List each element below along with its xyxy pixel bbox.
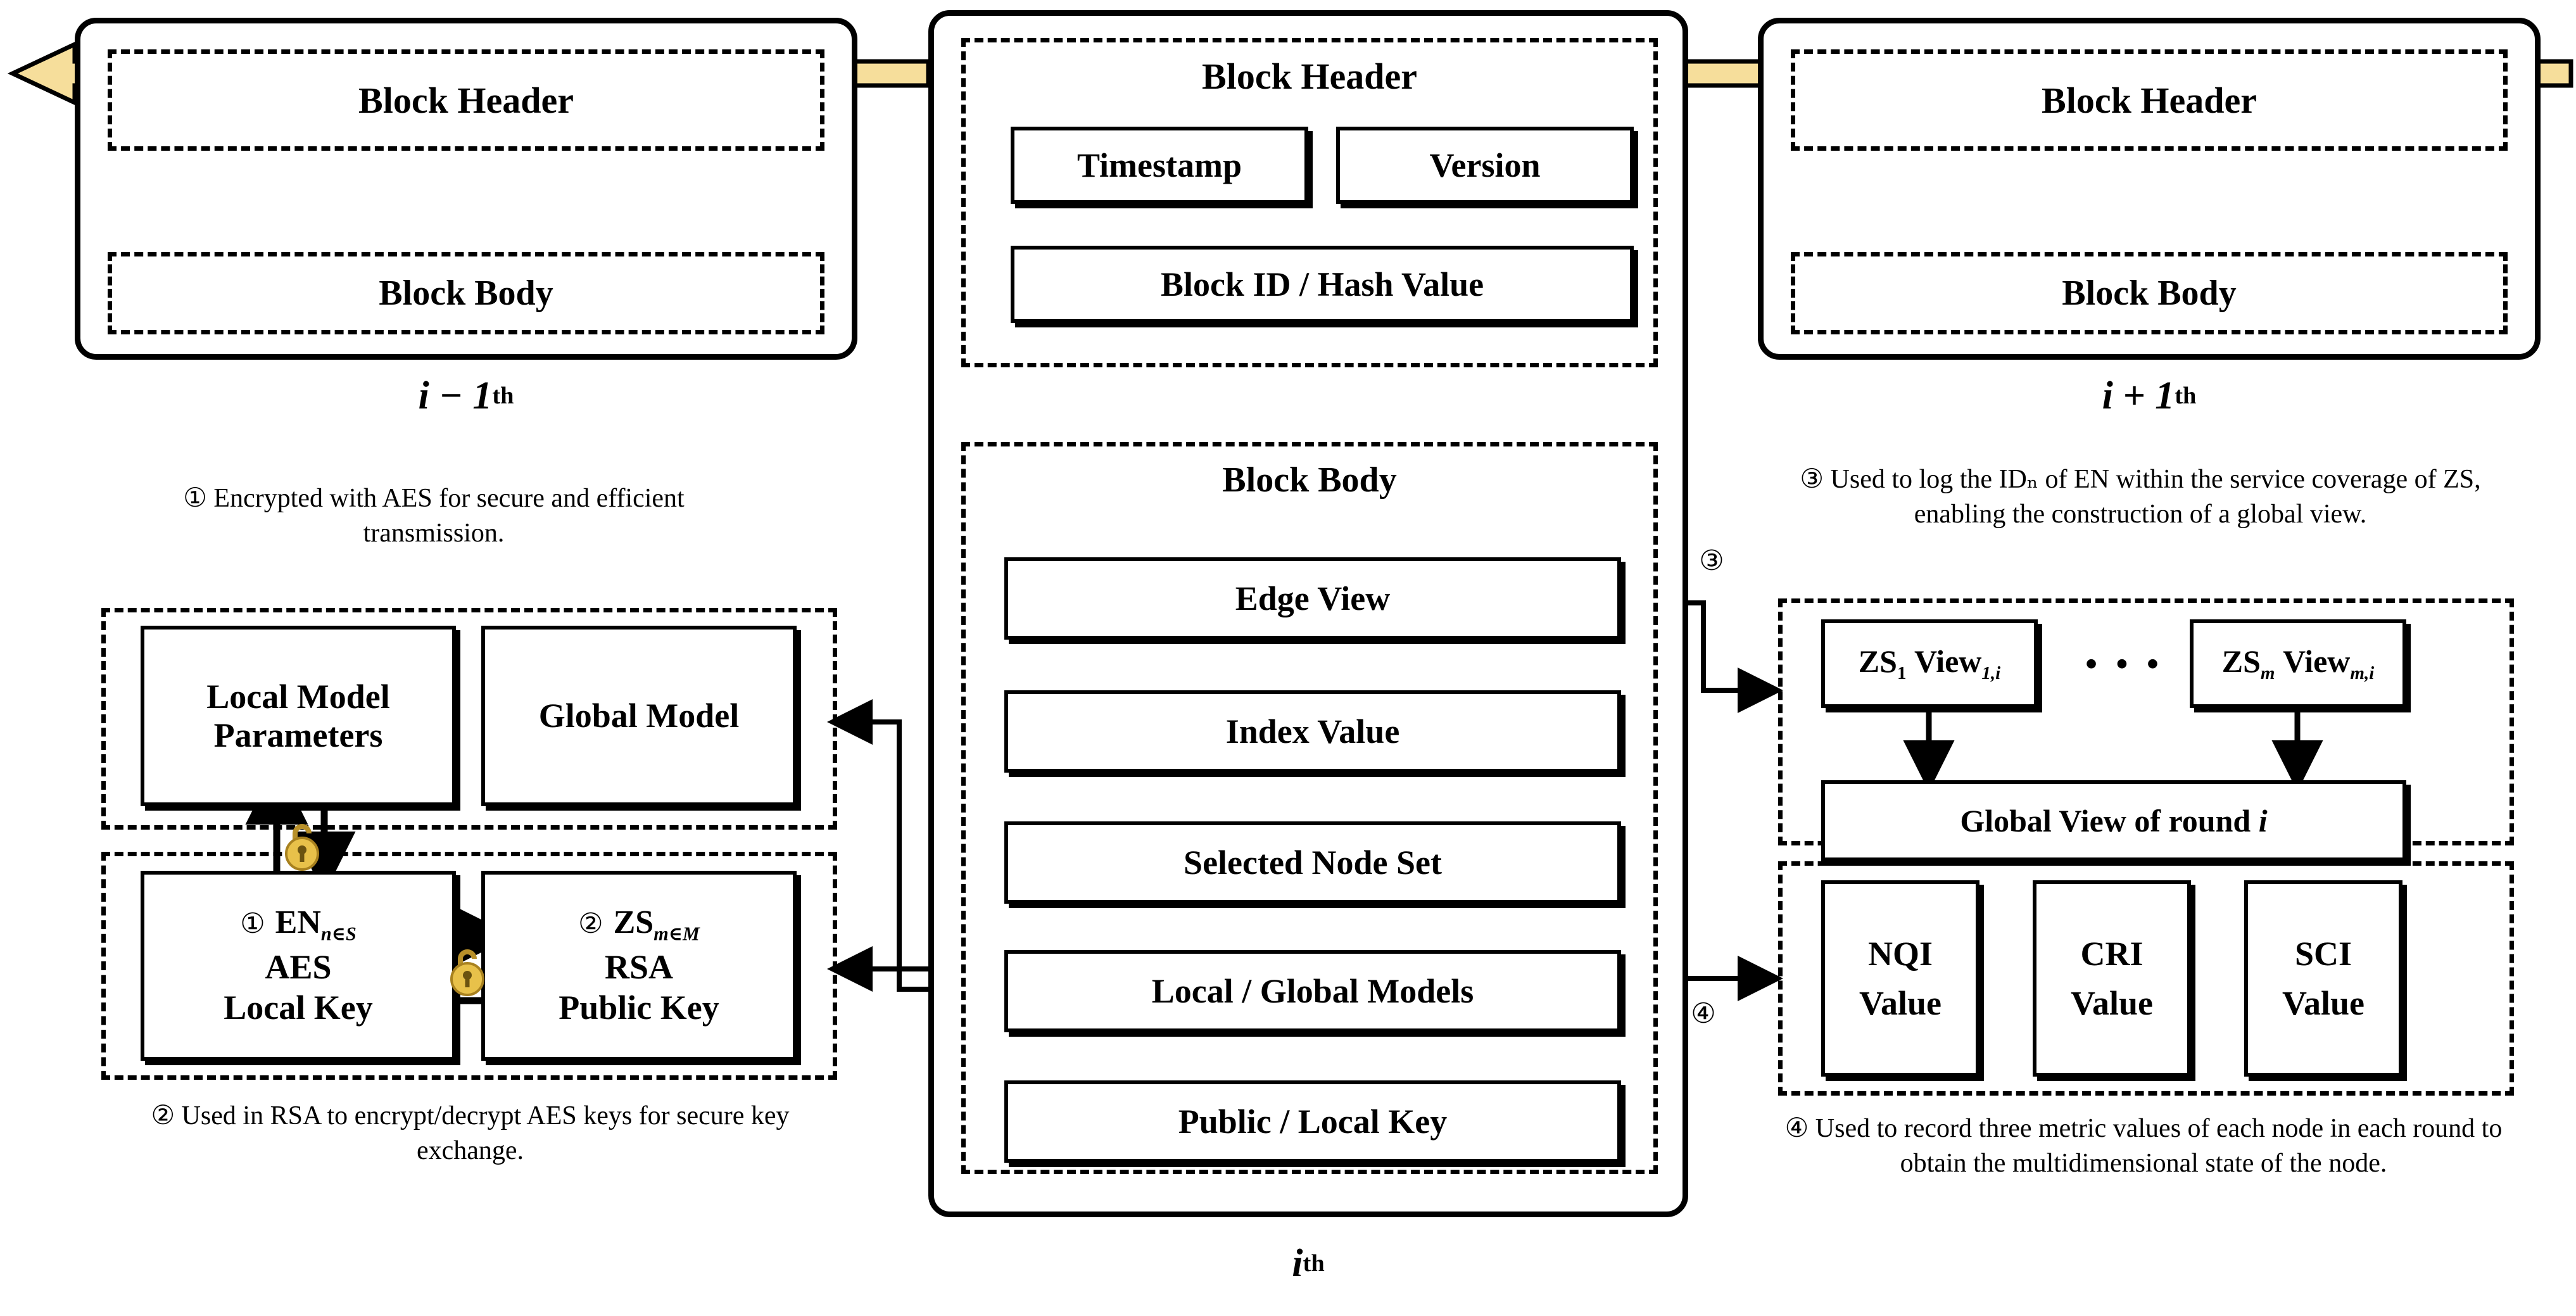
block-prev-body: Block Body xyxy=(108,252,824,334)
block-current-header-label-wrap: Block Header xyxy=(961,51,1658,101)
block-next-body: Block Body xyxy=(1791,252,2508,334)
right-box-zs1-view: ZS1 View1,i xyxy=(1821,619,2038,708)
block-next-header: Block Header xyxy=(1791,49,2508,151)
block-current-body-group xyxy=(961,442,1658,1174)
block-prev-header-label: Block Header xyxy=(358,79,574,121)
marker-three: ③ xyxy=(1689,541,1734,579)
left-box-zs-key: Public Key xyxy=(559,989,719,1027)
body-field-public-local-key-label: Public / Local Key xyxy=(1178,1102,1448,1141)
block-current-header-label: Block Header xyxy=(1202,55,1417,97)
block-prev-shell xyxy=(75,18,857,360)
block-next-index-suffix: th xyxy=(2175,383,2197,409)
body-field-selected-node-set: Selected Node Set xyxy=(1004,821,1621,904)
block-prev-index-suffix: th xyxy=(492,383,514,409)
marker-four-label: ④ xyxy=(1691,997,1716,1029)
left-box-zs-name: ZS xyxy=(613,904,654,941)
block-next-index-value: i + 1 xyxy=(2102,374,2175,417)
block-prev-body-label: Block Body xyxy=(379,274,553,313)
block-next-body-label: Block Body xyxy=(2062,274,2237,313)
zs1-prefix: ZS xyxy=(1858,643,1897,680)
metric-sci-word: Value xyxy=(2282,984,2365,1022)
header-field-timestamp: Timestamp xyxy=(1011,127,1308,204)
zsm-prefix: ZS xyxy=(2221,643,2261,680)
left-box-local-model-parameters: Local Model Parameters xyxy=(141,626,456,806)
right-views-ellipsis: • • • xyxy=(2058,645,2191,683)
header-field-blockid: Block ID / Hash Value xyxy=(1011,246,1634,323)
padlock-icon xyxy=(446,942,488,997)
padlock-icon xyxy=(281,817,323,871)
left-box-en-marker: ① xyxy=(240,908,265,940)
block-current-index-suffix: th xyxy=(1303,1250,1325,1277)
header-field-version: Version xyxy=(1336,127,1634,204)
right-box-metric-nqi: NQI Value xyxy=(1821,880,1979,1077)
left-box-zs-algo: RSA xyxy=(604,947,674,986)
body-field-edge-view: Edge View xyxy=(1004,557,1621,640)
left-box-en-algo: AES xyxy=(265,947,332,986)
global-view-label: Global View of round xyxy=(1960,803,2251,838)
block-prev-header: Block Header xyxy=(108,49,824,151)
left-models-group xyxy=(101,608,837,830)
zs1-name: View xyxy=(1914,643,1982,680)
right-box-metric-sci: SCI Value xyxy=(2244,880,2402,1077)
left-box-zs-sub: m∈M xyxy=(653,923,700,945)
left-keys-group xyxy=(101,852,837,1080)
block-current-body-label: Block Body xyxy=(1222,460,1397,500)
body-field-local-global-models-label: Local / Global Models xyxy=(1151,971,1474,1010)
right-box-global-view: Global View of round i xyxy=(1821,780,2406,861)
global-view-round: i xyxy=(2258,803,2268,838)
right-note-3-text: ③ Used to log the IDₙ of EN within the s… xyxy=(1800,465,2481,529)
zs1-name-sub: 1,i xyxy=(1981,663,2001,684)
right-metrics-group xyxy=(1778,861,2514,1096)
zs1-sub: 1 xyxy=(1897,663,1907,684)
right-note-4-text: ④ Used to record three metric values of … xyxy=(1784,1114,2503,1178)
right-box-metric-cri: CRI Value xyxy=(2033,880,2191,1077)
block-current-body-label-wrap: Block Body xyxy=(961,455,1658,505)
left-box-en-name: EN xyxy=(275,904,321,941)
zsm-name: View xyxy=(2282,643,2351,680)
block-next-shell xyxy=(1758,18,2541,360)
metric-nqi-abbr: NQI xyxy=(1867,934,1933,973)
right-note-3: ③ Used to log the IDₙ of EN within the s… xyxy=(1773,462,2508,589)
metric-sci-abbr: SCI xyxy=(2294,934,2352,973)
body-field-index-value: Index Value xyxy=(1004,690,1621,773)
marker-four: ④ xyxy=(1681,994,1726,1032)
left-note-2: ② Used in RSA to encrypt/decrypt AES key… xyxy=(108,1099,833,1187)
right-views-ellipsis-label: • • • xyxy=(2085,645,2164,683)
left-box-global-model: Global Model xyxy=(481,626,797,806)
header-field-timestamp-label: Timestamp xyxy=(1076,146,1242,184)
left-box-global-model-label: Global Model xyxy=(538,697,740,735)
body-field-local-global-models: Local / Global Models xyxy=(1004,950,1621,1032)
zsm-name-sub: m,i xyxy=(2350,663,2375,684)
body-field-selected-node-set-label: Selected Node Set xyxy=(1184,843,1442,882)
body-field-public-local-key: Public / Local Key xyxy=(1004,1080,1621,1163)
left-note-1: ① Encrypted with AES for secure and effi… xyxy=(136,481,731,564)
block-current-header-group xyxy=(961,38,1658,367)
left-box-zs-rsa: ② ZSm∈M RSA Public Key xyxy=(481,871,797,1061)
metric-cri-word: Value xyxy=(2070,984,2154,1022)
metric-cri-abbr: CRI xyxy=(2080,934,2144,973)
block-next-header-label: Block Header xyxy=(2042,79,2257,121)
right-note-4: ④ Used to record three metric values of … xyxy=(1773,1111,2514,1238)
left-note-2-text: ② Used in RSA to encrypt/decrypt AES key… xyxy=(151,1101,790,1165)
left-box-zs-marker: ② xyxy=(578,908,603,940)
metric-nqi-word: Value xyxy=(1859,984,1942,1022)
block-current-index-value: i xyxy=(1292,1241,1303,1285)
left-box-en-aes: ① ENn∈S AES Local Key xyxy=(141,871,456,1061)
body-field-index-value-label: Index Value xyxy=(1225,712,1400,750)
left-box-en-sub: n∈S xyxy=(320,923,357,945)
right-box-zsm-view: ZSm Viewm,i xyxy=(2190,619,2406,708)
marker-three-label: ③ xyxy=(1699,545,1724,576)
left-box-local-model-parameters-label: Local Model Parameters xyxy=(206,678,390,754)
header-field-blockid-label: Block ID / Hash Value xyxy=(1160,265,1484,303)
block-prev-index-value: i − 1 xyxy=(418,374,493,417)
header-field-version-label: Version xyxy=(1429,146,1541,184)
zsm-sub: m xyxy=(2260,663,2275,684)
body-field-edge-view-label: Edge View xyxy=(1235,579,1391,617)
left-note-1-text: ① Encrypted with AES for secure and effi… xyxy=(183,484,685,548)
left-box-en-key: Local Key xyxy=(224,989,373,1027)
